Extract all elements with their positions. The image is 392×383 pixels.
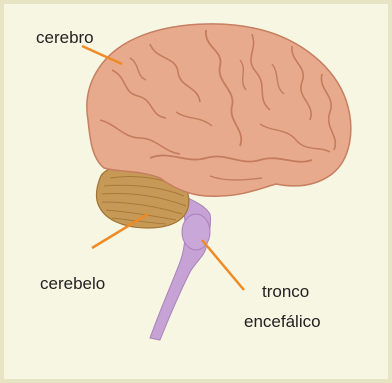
cerebrum	[87, 24, 351, 196]
label-tronco-line1: tronco	[262, 282, 309, 302]
pointer-tronco	[202, 240, 244, 290]
label-cerebelo: cerebelo	[40, 274, 105, 294]
label-tronco-line2: encefálico	[244, 312, 321, 332]
label-cerebro: cerebro	[36, 28, 94, 48]
